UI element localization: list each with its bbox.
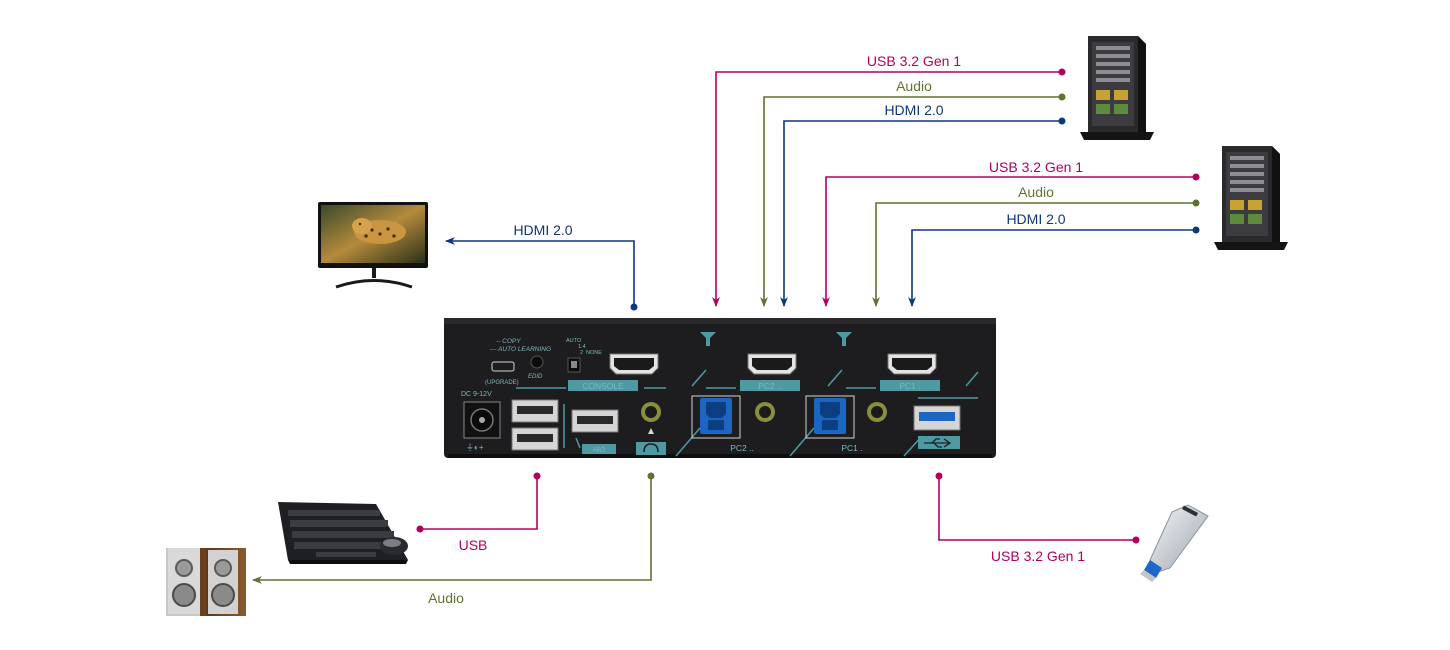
cable-pc1-hdmi: [908, 226, 1200, 307]
cable-keyboard-usb: [416, 472, 541, 533]
edid-button[interactable]: [530, 355, 544, 369]
usb-b-port-pc1: [805, 395, 855, 439]
label-keyboard-usb: USB: [459, 537, 488, 553]
hid-label: HID: [593, 447, 605, 454]
hdmi14-label: 1.4: [578, 344, 586, 350]
auto-learning-label: --- AUTO LEARNING: [490, 346, 551, 353]
audio-jack-pc1: [867, 402, 887, 422]
hdmi-port-pc1: [887, 353, 937, 375]
label-speaker-audio: Audio: [428, 590, 464, 606]
monitor-icon: [318, 202, 428, 289]
tower-pc-icon: [1214, 146, 1288, 250]
antenna-marker: [700, 332, 852, 346]
dc-label: DC 9-12V: [461, 391, 492, 398]
usb3-port-flash: [913, 397, 978, 431]
hdmi2-label: 2: [580, 350, 583, 356]
cable-monitor-hdmi: [445, 237, 638, 311]
speakers-icon: [166, 548, 246, 616]
label-pc1-usb: USB 3.2 Gen 1: [989, 159, 1083, 175]
polarity-label: ⏚◐+: [466, 443, 484, 452]
tower-pc-icon: [1080, 36, 1154, 140]
auto-label: AUTO: [566, 338, 582, 344]
cable-pc2-audio: [760, 93, 1066, 307]
hdmi-port-console: [609, 353, 659, 375]
cable-pc2-usb: [712, 68, 1066, 307]
pc2-bottom-label: PC2 ..: [730, 443, 754, 453]
audio-jack-pc2: [755, 402, 775, 422]
usb-flash-drive-icon: [1140, 504, 1209, 582]
label-monitor-hdmi: HDMI 2.0: [513, 222, 572, 238]
usb-port-hid: [571, 409, 619, 433]
pc1-bottom-label: PC1 .: [841, 443, 862, 453]
label-flash-usb: USB 3.2 Gen 1: [991, 548, 1085, 564]
cable-pc1-audio: [872, 199, 1200, 307]
pc1-hdmi-label: PC1 .: [899, 381, 920, 391]
usb-b-port-pc2: [691, 395, 741, 439]
cable-speaker-audio: [252, 472, 655, 584]
pc2-hdmi-label: PC2 ..: [758, 381, 782, 391]
usb-port-console-bottom: [511, 427, 559, 451]
label-pc2-hdmi: HDMI 2.0: [884, 102, 943, 118]
mini-usb-port: [491, 361, 515, 372]
headphone-jack: [641, 402, 661, 422]
label-pc1-hdmi: HDMI 2.0: [1006, 211, 1065, 227]
usb-port-console-top: [511, 399, 559, 423]
kvm-switch-rear-panel: -- COPY --- AUTO LEARNING (UPGRADE) EDID…: [444, 318, 996, 458]
cable-pc2-hdmi: [780, 117, 1066, 307]
none-label: NONE: [586, 350, 602, 356]
console-label: CONSOLE: [582, 381, 624, 391]
label-pc2-audio: Audio: [896, 78, 932, 94]
copy-label: -- COPY: [496, 338, 521, 345]
cable-flash-usb: [935, 472, 1140, 544]
cable-pc1-usb: [822, 173, 1200, 307]
mouse-icon: [380, 537, 408, 555]
label-pc2-usb: USB 3.2 Gen 1: [867, 53, 961, 69]
keyboard-icon: [278, 502, 408, 564]
label-pc1-audio: Audio: [1018, 184, 1054, 200]
hdmi-port-pc2: [747, 353, 797, 375]
edid-label: EDID: [528, 374, 543, 380]
upgrade-label: (UPGRADE): [485, 380, 519, 386]
